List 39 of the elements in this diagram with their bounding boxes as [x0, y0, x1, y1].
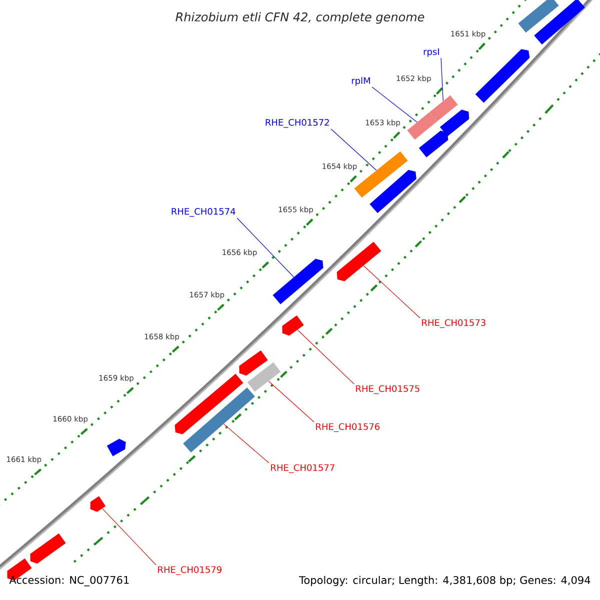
leader-line — [223, 424, 270, 464]
leader-line — [372, 86, 418, 122]
gene-feature — [440, 110, 470, 136]
accession-text: Accession: NC_007761 — [9, 576, 129, 586]
gene-label: RHE_CH01573 — [422, 319, 486, 328]
gene-feature — [370, 170, 416, 214]
gene-feature — [30, 533, 66, 564]
leader-line — [236, 218, 294, 278]
gene-label: rplM — [352, 77, 370, 86]
gene-feature — [429, 95, 458, 122]
leader-line — [440, 58, 444, 102]
gene-feature — [475, 49, 530, 103]
gene-feature — [272, 258, 324, 304]
gene-feature — [174, 374, 244, 434]
leader-line — [363, 265, 420, 318]
gene-label: RHE_CH01572 — [266, 119, 329, 128]
leader-line — [102, 508, 156, 566]
gene-feature — [106, 438, 126, 456]
gene-feature — [534, 0, 585, 45]
gene-feature — [407, 112, 437, 140]
leader-line — [268, 380, 314, 422]
gene-feature — [518, 0, 559, 33]
gene-feature — [247, 362, 281, 392]
gene-label: RHE_CH01577 — [271, 464, 334, 473]
gene-feature — [239, 350, 268, 376]
gene-feature — [336, 242, 382, 282]
title: Rhizobium etli CFN 42, complete genome — [176, 12, 424, 24]
gene-label: RHE_CH01575 — [356, 385, 420, 394]
gene-label: rpsI — [424, 48, 439, 57]
leader-line — [330, 128, 377, 171]
leader-line — [297, 330, 354, 384]
gene-feature — [282, 315, 304, 336]
gene-label: RHE_CH01574 — [172, 208, 236, 217]
gene-feature — [418, 130, 448, 158]
gene-label: RHE_CH01579 — [158, 566, 222, 575]
genome-info-text: Topology: circular; Length: 4,381,608 bp; Genes: 4,094 — [299, 576, 590, 586]
gene-feature — [90, 496, 106, 512]
gene-label: RHE_CH01576 — [316, 423, 380, 432]
gene-feature — [183, 387, 255, 453]
